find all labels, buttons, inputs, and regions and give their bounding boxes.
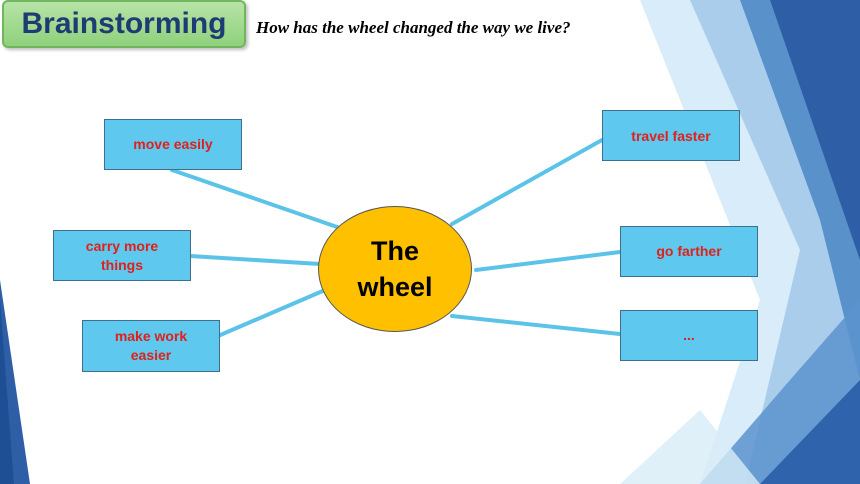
connector-ellipsis	[450, 314, 622, 336]
center-node-label: The wheel	[357, 236, 433, 302]
connector-travel-faster	[450, 138, 604, 226]
connector-move-easily	[170, 168, 342, 230]
center-node-the-wheel: The wheel	[318, 206, 472, 332]
page-title: Brainstorming	[2, 0, 246, 48]
node-travel-faster: travel faster	[602, 110, 740, 161]
connector-carry-more-things	[188, 254, 322, 266]
node-go-farther: go farther	[620, 226, 758, 277]
node-ellipsis: ...	[620, 310, 758, 361]
node-label: travel faster	[631, 128, 711, 144]
node-label: ...	[683, 327, 695, 343]
node-make-work-easier: make work easier	[82, 320, 220, 372]
node-carry-more-things: carry more things	[53, 230, 191, 281]
connector-go-farther	[474, 250, 622, 272]
node-label: go farther	[656, 243, 722, 259]
connector-make-work-easier	[216, 288, 327, 338]
question-heading: How has the wheel changed the way we liv…	[256, 18, 571, 37]
node-move-easily: move easily	[104, 119, 242, 170]
node-label: carry more things	[85, 237, 159, 273]
node-label: make work easier	[114, 328, 188, 363]
node-label: move easily	[133, 136, 213, 152]
